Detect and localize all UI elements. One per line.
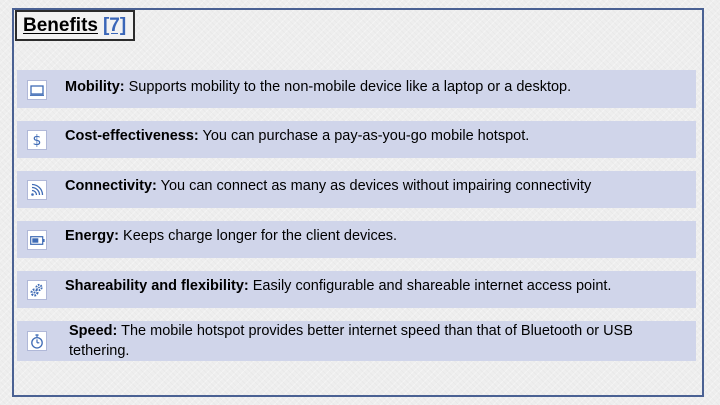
benefit-text: Cost-effectiveness: You can purchase a p… xyxy=(65,126,686,146)
benefit-description: Keeps charge longer for the client devic… xyxy=(119,228,398,244)
battery-icon xyxy=(27,230,47,250)
benefit-label: Shareability and flexibility: xyxy=(65,278,249,294)
benefit-text: Speed: The mobile hotspot provides bette… xyxy=(69,321,686,361)
benefit-text: Connectivity: You can connect as many as… xyxy=(65,176,686,196)
slide-frame xyxy=(12,8,704,397)
benefit-energy: Energy: Keeps charge longer for the clie… xyxy=(17,221,696,258)
gears-icon xyxy=(27,280,47,300)
benefit-connectivity: Connectivity: You can connect as many as… xyxy=(17,171,696,208)
wifi-signal-icon xyxy=(27,180,47,200)
stopwatch-icon xyxy=(27,331,47,351)
benefit-mobility: Mobility: Supports mobility to the non-m… xyxy=(17,70,696,108)
benefit-label: Connectivity: xyxy=(65,178,157,194)
benefit-label: Energy: xyxy=(65,228,119,244)
benefit-text: Mobility: Supports mobility to the non-m… xyxy=(65,77,686,97)
reference-link[interactable]: [7] xyxy=(102,14,127,36)
laptop-icon xyxy=(27,80,47,100)
benefit-description: Easily configurable and shareable intern… xyxy=(248,278,612,294)
svg-text:$: $ xyxy=(33,133,42,148)
benefit-text: Shareability and flexibility: Easily con… xyxy=(65,276,686,296)
benefit-label: Speed: xyxy=(69,323,118,339)
benefit-cost-effectiveness: $ Cost-effectiveness: You can purchase a… xyxy=(17,121,696,158)
title-text: Benefits xyxy=(23,14,98,36)
page-title: Benefits [7] xyxy=(15,10,136,41)
benefit-description: The mobile hotspot provides better inter… xyxy=(69,323,633,359)
benefit-label: Cost-effectiveness: xyxy=(65,128,199,144)
benefit-shareability: Shareability and flexibility: Easily con… xyxy=(17,271,696,308)
benefit-description: You can connect as many as devices witho… xyxy=(156,178,592,194)
benefit-text: Energy: Keeps charge longer for the clie… xyxy=(65,226,686,246)
benefit-speed: Speed: The mobile hotspot provides bette… xyxy=(17,321,696,361)
benefit-description: Supports mobility to the non-mobile devi… xyxy=(124,79,572,95)
benefit-description: You can purchase a pay-as-you-go mobile … xyxy=(198,128,530,144)
dollar-icon: $ xyxy=(27,130,47,150)
benefit-label: Mobility: xyxy=(65,79,125,95)
